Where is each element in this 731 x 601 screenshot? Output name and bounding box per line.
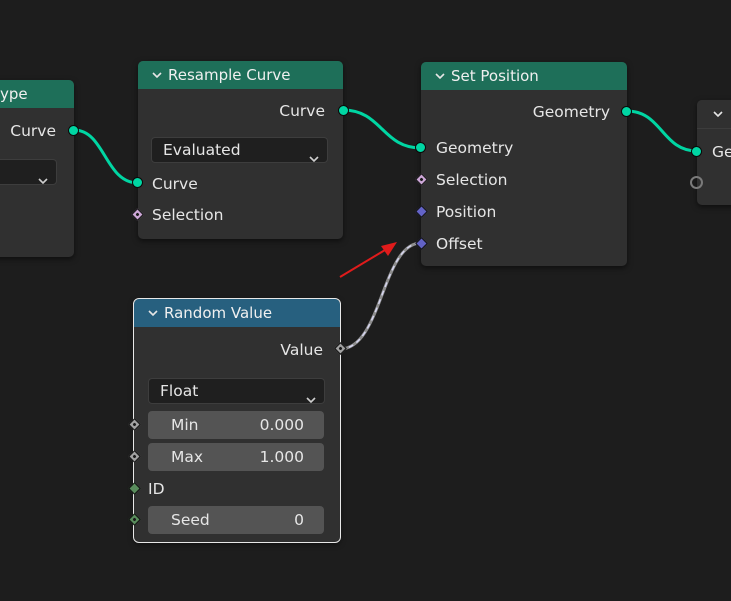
input-position-label: Position: [436, 203, 497, 221]
chevron-down-icon[interactable]: [152, 70, 162, 80]
node-title: Set Position: [451, 67, 539, 85]
node-title: Resample Curve: [168, 66, 291, 84]
input-geometry-label: Geometry: [436, 139, 514, 157]
input-curve-label: Curve: [152, 175, 198, 193]
input-offset-label: Offset: [436, 235, 483, 253]
socket-input-empty[interactable]: [690, 176, 703, 189]
output-curve-label: Curve: [279, 102, 325, 120]
link-type-curve-to-resample[interactable]: [73, 128, 139, 185]
id-label: ID: [148, 480, 165, 498]
link-setposition-to-next[interactable]: [626, 109, 698, 153]
dropdown-arrow-icon: [309, 146, 319, 163]
seed-label: Seed: [171, 511, 210, 529]
node-resample-curve[interactable]: Resample Curve Curve Evaluated Curve Sel…: [138, 61, 343, 239]
socket-output-curve[interactable]: [68, 125, 79, 136]
socket-input-curve[interactable]: [132, 177, 143, 188]
socket-input-geometry[interactable]: [415, 142, 426, 153]
node-random-value[interactable]: Random Value Value Float Min 0.000 Max 1…: [133, 298, 341, 543]
chevron-down-icon[interactable]: [435, 71, 445, 81]
chevron-down-icon[interactable]: [713, 109, 723, 119]
node-header[interactable]: [697, 100, 731, 129]
link-resample-to-setposition[interactable]: [342, 108, 422, 150]
node-right-partial[interactable]: Ge: [697, 100, 731, 205]
node-header[interactable]: ype: [0, 80, 74, 108]
chevron-down-icon[interactable]: [148, 308, 158, 318]
node-title: Random Value: [164, 304, 273, 322]
mode-dropdown-value: Evaluated: [163, 141, 241, 159]
input-geometry-label: Ge: [712, 143, 731, 161]
input-selection-label: Selection: [152, 206, 224, 224]
output-value-label: Value: [280, 341, 323, 359]
node-left-partial[interactable]: ype Curve: [0, 80, 74, 257]
max-value: 1.000: [259, 448, 304, 466]
data-type-value: Float: [160, 382, 199, 400]
output-curve-label: Curve: [10, 122, 56, 140]
type-dropdown[interactable]: [0, 159, 57, 185]
input-selection-label: Selection: [436, 171, 508, 189]
dropdown-arrow-icon: [38, 168, 48, 185]
node-header[interactable]: Set Position: [421, 62, 627, 90]
socket-input-geometry[interactable]: [691, 146, 702, 157]
mode-dropdown[interactable]: Evaluated: [151, 137, 328, 163]
min-label: Min: [171, 416, 199, 434]
dropdown-arrow-icon: [306, 387, 316, 404]
socket-output-geometry[interactable]: [621, 106, 632, 117]
node-set-position[interactable]: Set Position Geometry Geometry Selection…: [421, 62, 627, 266]
max-field[interactable]: Max 1.000: [148, 443, 324, 471]
seed-field[interactable]: Seed 0: [148, 506, 324, 534]
node-header[interactable]: Random Value: [134, 299, 340, 327]
data-type-dropdown[interactable]: Float: [148, 378, 325, 404]
min-value: 0.000: [259, 416, 304, 434]
min-field[interactable]: Min 0.000: [148, 411, 324, 439]
link-random-value-to-offset[interactable]: [339, 241, 422, 351]
node-header[interactable]: Resample Curve: [138, 61, 343, 89]
seed-value: 0: [294, 511, 304, 529]
max-label: Max: [171, 448, 204, 466]
node-title: ype: [0, 85, 28, 103]
output-geometry-label: Geometry: [532, 103, 610, 121]
socket-output-curve[interactable]: [338, 105, 349, 116]
